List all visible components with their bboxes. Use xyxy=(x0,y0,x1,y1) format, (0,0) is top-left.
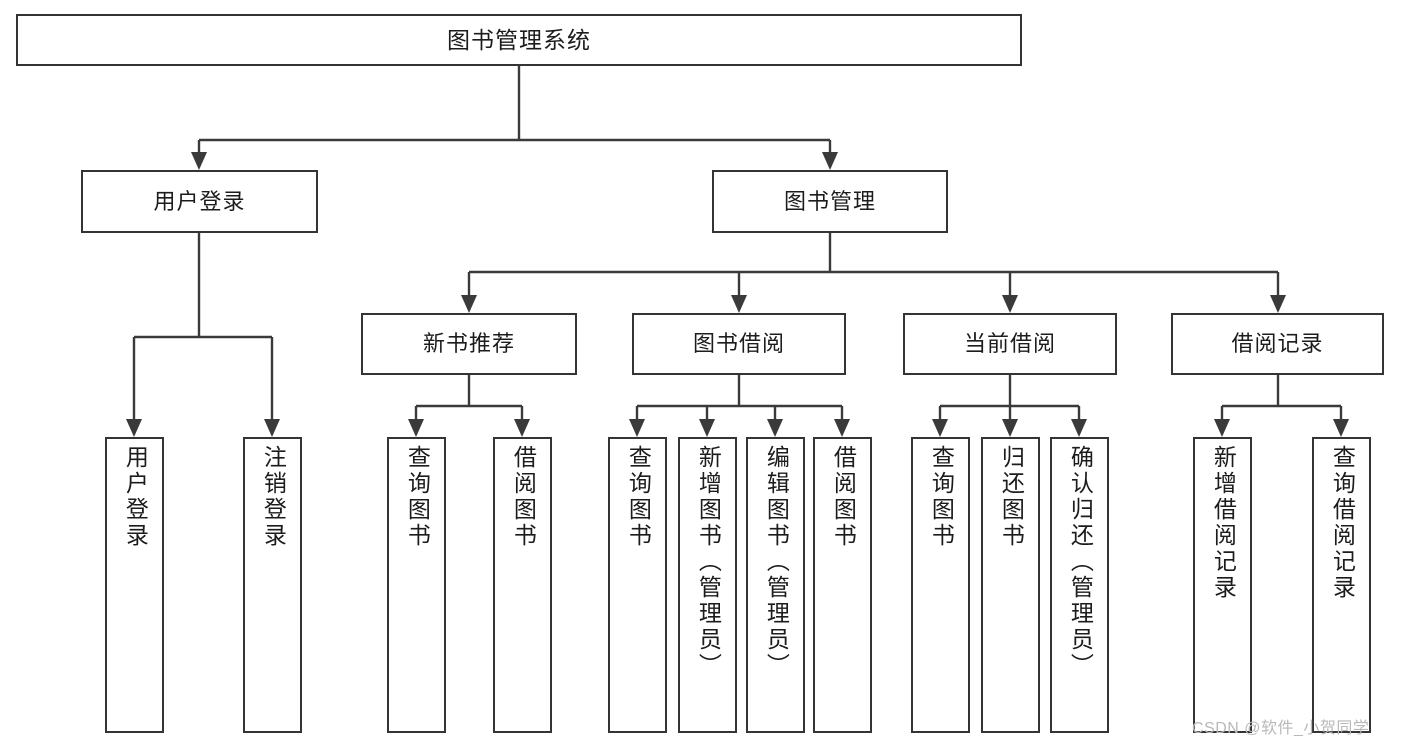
leaf-label: 新增图书（管理员） xyxy=(695,445,722,679)
node-root-label: 图书管理系统 xyxy=(447,26,591,53)
node-borrow-record[interactable]: 借阅记录 xyxy=(1171,313,1384,375)
arrow-book-borrow-l1 xyxy=(629,419,645,437)
arrow-user-login-child1 xyxy=(126,419,142,437)
arrow-borrow-record-l2 xyxy=(1333,419,1349,437)
node-current-borrow[interactable]: 当前借阅 xyxy=(903,313,1117,375)
leaf-label: 查询图书 xyxy=(625,445,652,549)
node-book-borrow-label: 图书借阅 xyxy=(692,331,785,356)
arrow-root-to-book-mgmt xyxy=(822,152,838,170)
arrow-new-book-l1 xyxy=(408,419,424,437)
leaf-new-book-borrow-book[interactable]: 借阅图书 xyxy=(493,437,552,733)
csdn-watermark: CSDN @软件_小贺同学 xyxy=(1192,720,1370,737)
arrow-root-to-user-login xyxy=(191,152,207,170)
arrow-book-mgmt-c4 xyxy=(1270,295,1286,313)
leaf-label: 查询借阅记录 xyxy=(1329,445,1356,601)
arrow-borrow-record-l1 xyxy=(1214,419,1230,437)
leaf-label: 注销登录 xyxy=(260,445,287,549)
leaf-book-borrow-edit-book-admin[interactable]: 编辑图书（管理员） xyxy=(746,437,805,733)
leaf-borrow-record-query-record[interactable]: 查询借阅记录 xyxy=(1312,437,1371,733)
node-new-book-recommend-label: 新书推荐 xyxy=(422,331,515,356)
node-borrow-record-label: 借阅记录 xyxy=(1231,331,1324,356)
node-new-book-recommend[interactable]: 新书推荐 xyxy=(361,313,577,375)
leaf-current-borrow-confirm-return-admin[interactable]: 确认归还（管理员） xyxy=(1050,437,1109,733)
leaf-label: 借阅图书 xyxy=(830,445,857,549)
leaf-current-borrow-return-book[interactable]: 归还图书 xyxy=(981,437,1040,733)
leaf-user-login-logout[interactable]: 注销登录 xyxy=(243,437,302,733)
node-root-book-management-system[interactable]: 图书管理系统 xyxy=(16,14,1022,66)
leaf-label: 新增借阅记录 xyxy=(1210,445,1237,601)
leaf-user-login-login[interactable]: 用户登录 xyxy=(105,437,164,733)
leaf-label: 用户登录 xyxy=(122,445,149,549)
leaf-book-borrow-add-book-admin[interactable]: 新增图书（管理员） xyxy=(678,437,737,733)
arrow-book-mgmt-c3 xyxy=(1002,295,1018,313)
arrow-book-borrow-l3 xyxy=(767,419,783,437)
arrow-book-mgmt-c1 xyxy=(461,295,477,313)
leaf-borrow-record-add-record[interactable]: 新增借阅记录 xyxy=(1193,437,1252,733)
leaf-current-borrow-query-book[interactable]: 查询图书 xyxy=(911,437,970,733)
leaf-label: 归还图书 xyxy=(998,445,1025,549)
leaf-label: 查询图书 xyxy=(928,445,955,549)
arrow-user-login-child2 xyxy=(264,419,280,437)
arrow-book-mgmt-c2 xyxy=(731,295,747,313)
node-user-login[interactable]: 用户登录 xyxy=(81,170,318,233)
node-book-borrow[interactable]: 图书借阅 xyxy=(632,313,846,375)
arrow-current-borrow-l2 xyxy=(1002,419,1018,437)
arrow-new-book-l2 xyxy=(514,419,530,437)
leaf-label: 查询图书 xyxy=(404,445,431,549)
node-user-login-label: 用户登录 xyxy=(153,188,246,214)
leaf-book-borrow-borrow-book[interactable]: 借阅图书 xyxy=(813,437,872,733)
leaf-label: 借阅图书 xyxy=(510,445,537,549)
leaf-label: 确认归还（管理员） xyxy=(1067,445,1094,679)
arrow-book-borrow-l2 xyxy=(699,419,715,437)
arrow-book-borrow-l4 xyxy=(834,419,850,437)
arrow-current-borrow-l1 xyxy=(932,419,948,437)
leaf-book-borrow-query-book[interactable]: 查询图书 xyxy=(608,437,667,733)
leaf-label: 编辑图书（管理员） xyxy=(763,445,790,679)
leaf-new-book-query-book[interactable]: 查询图书 xyxy=(387,437,446,733)
node-book-management-label: 图书管理 xyxy=(783,188,876,214)
node-current-borrow-label: 当前借阅 xyxy=(963,331,1056,356)
node-book-management[interactable]: 图书管理 xyxy=(712,170,948,233)
arrow-current-borrow-l3 xyxy=(1071,419,1087,437)
